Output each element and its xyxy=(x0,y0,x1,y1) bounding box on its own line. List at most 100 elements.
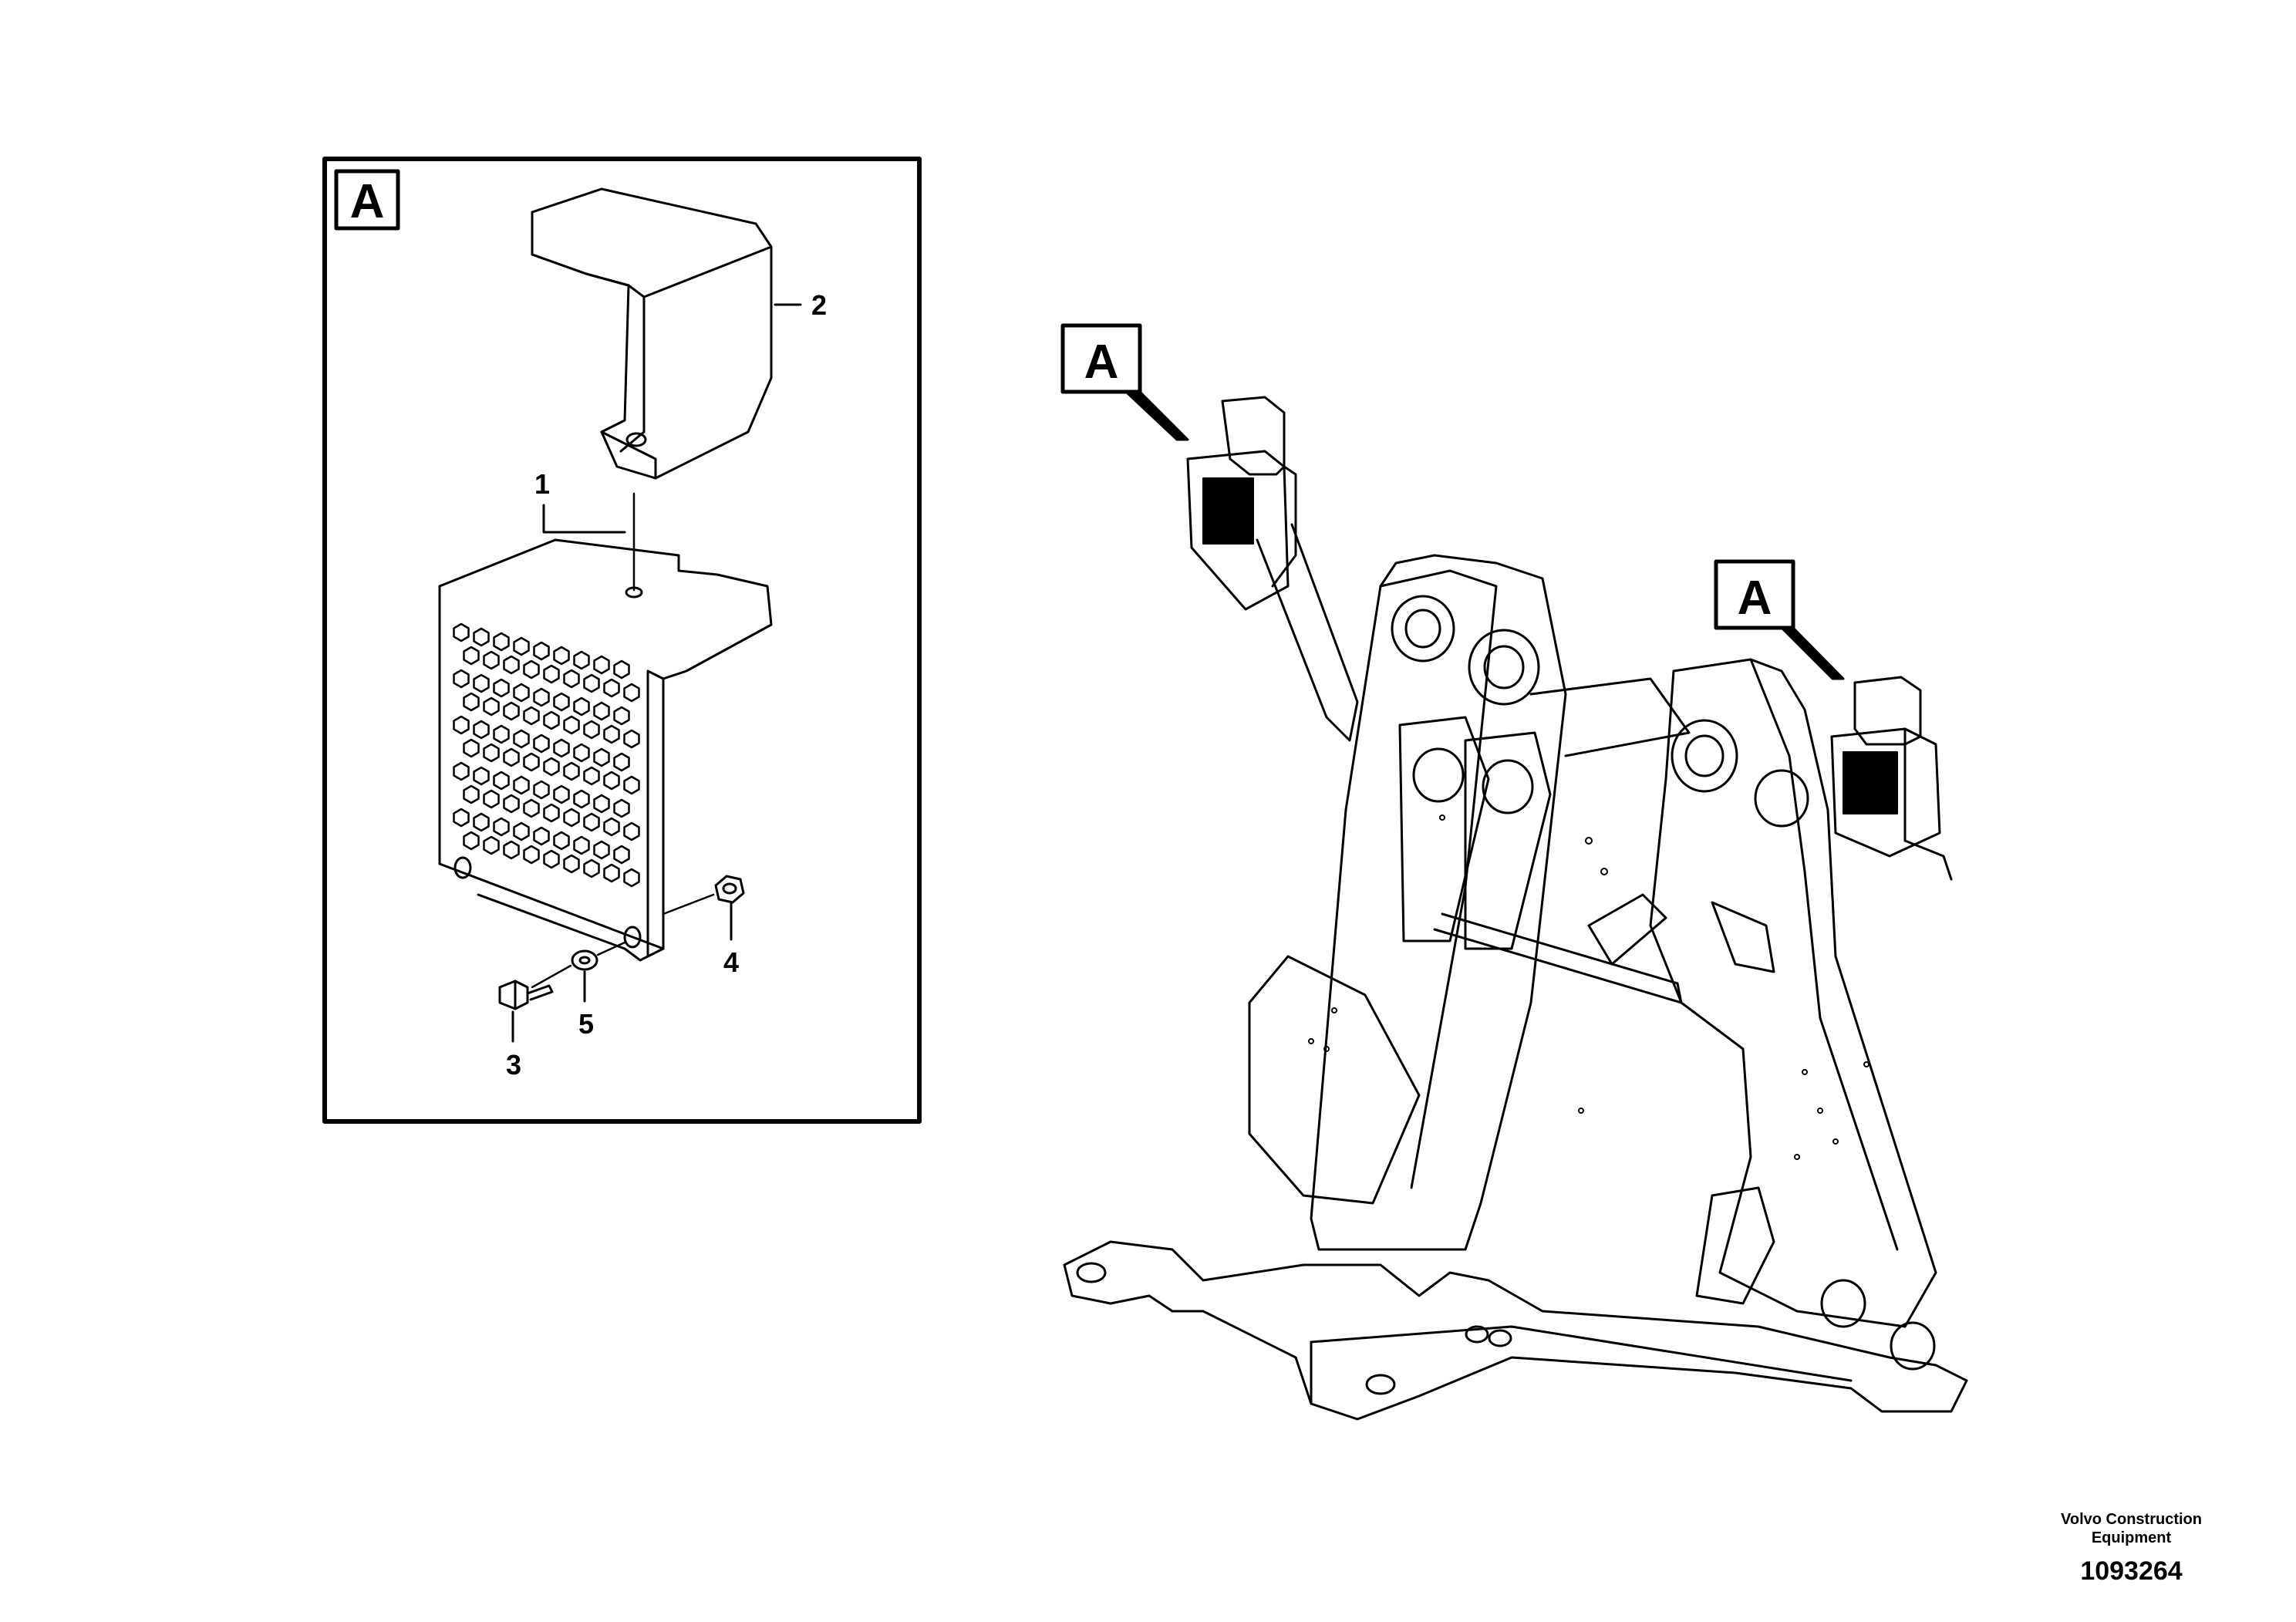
hexagon-hole xyxy=(623,683,640,703)
company-name-line1: Volvo Construction xyxy=(2061,1511,2202,1528)
hexagon-hole xyxy=(593,840,610,860)
hexagon-hole xyxy=(493,632,510,652)
company-name-line2: Equipment xyxy=(2091,1529,2172,1546)
hexagon-hole xyxy=(583,673,600,693)
hexagon-hole xyxy=(523,706,540,726)
hexagon-hole xyxy=(553,831,570,851)
leader-lines xyxy=(511,303,802,1043)
hexagon-hole xyxy=(463,784,480,804)
hexagon-hole xyxy=(513,775,530,795)
hexagon-hole xyxy=(573,696,590,717)
hexagon-hole xyxy=(473,766,490,786)
hexagon-hole xyxy=(593,747,610,767)
hexagon-hole xyxy=(563,715,580,735)
hexagon-hole xyxy=(513,636,530,656)
hexagon-hole xyxy=(543,710,560,730)
callout-4: 4 xyxy=(723,946,739,978)
hexagon-hole xyxy=(473,720,490,740)
hexagon-hole xyxy=(473,627,490,647)
hexagon-hole xyxy=(613,798,630,818)
hexagon-hole xyxy=(603,771,620,791)
hexagon-hole xyxy=(483,743,500,763)
hexagon-hole xyxy=(453,669,470,689)
hexagon-hole xyxy=(593,701,610,721)
hexagon-hole xyxy=(543,757,560,777)
hexagon-hole xyxy=(603,678,620,698)
hexagon-perforation-pattern xyxy=(453,622,640,888)
hexagon-hole xyxy=(543,803,560,823)
callout-1: 1 xyxy=(534,468,550,500)
hexagon-hole xyxy=(573,789,590,809)
hexagon-hole xyxy=(513,821,530,841)
hexagon-hole xyxy=(513,683,530,703)
hexagon-hole xyxy=(463,738,480,758)
hexagon-hole xyxy=(563,669,580,689)
hexagon-hole xyxy=(493,724,510,744)
callout-5: 5 xyxy=(578,1008,594,1040)
hexagon-hole xyxy=(493,771,510,791)
hexagon-hole xyxy=(603,817,620,837)
hexagon-hole xyxy=(603,724,620,744)
hexagon-hole xyxy=(483,835,500,855)
hexagon-hole xyxy=(563,761,580,781)
hexagon-hole xyxy=(523,659,540,679)
hexagon-hole xyxy=(573,743,590,763)
hexagon-hole xyxy=(453,761,470,781)
hexagon-hole xyxy=(613,659,630,679)
hexagon-hole xyxy=(613,752,630,772)
hexagon-hole xyxy=(563,808,580,828)
right-guard-assembly xyxy=(1830,676,1953,881)
hexagon-hole xyxy=(513,729,530,749)
hexagon-hole xyxy=(553,738,570,758)
hexagon-hole xyxy=(483,696,500,717)
hexagon-hole xyxy=(533,780,550,800)
hexagon-hole xyxy=(533,826,550,846)
left-guard-assembly xyxy=(1186,396,1359,742)
hexagon-hole xyxy=(483,650,500,670)
assembly-lines xyxy=(531,492,715,989)
detail-view-frame: A xyxy=(322,157,922,1124)
hexagon-hole xyxy=(503,655,520,675)
hexagon-hole xyxy=(583,858,600,878)
hexagon-hole xyxy=(453,622,470,642)
hexagon-hole xyxy=(623,775,640,795)
hexagon-hole xyxy=(523,752,540,772)
callout-numbers: 2 1 3 4 5 xyxy=(506,289,827,1081)
hexagon-hole xyxy=(463,831,480,851)
hexagon-hole xyxy=(483,789,500,809)
hexagon-hole xyxy=(463,646,480,666)
hexagon-hole xyxy=(523,845,540,865)
hexagon-hole xyxy=(463,692,480,712)
hexagon-hole xyxy=(553,692,570,712)
hexagon-hole xyxy=(563,854,580,874)
hexagon-hole xyxy=(583,812,600,832)
hexagon-hole xyxy=(543,664,560,684)
hexagon-hole xyxy=(533,733,550,754)
view-marker-left-label: A xyxy=(1084,336,1119,389)
hexagon-hole xyxy=(533,641,550,661)
hexagon-hole xyxy=(613,706,630,726)
document-number: 1093264 xyxy=(2080,1556,2183,1586)
hexagon-hole xyxy=(603,863,620,883)
hexagon-hole xyxy=(453,715,470,735)
hexagon-hole xyxy=(613,845,630,865)
hexagon-hole xyxy=(593,655,610,675)
loader-front-frame xyxy=(1063,554,1968,1421)
hexagon-hole xyxy=(473,673,490,693)
hexagon-hole xyxy=(553,646,570,666)
hexagon-hole xyxy=(623,868,640,888)
hexagon-hole xyxy=(503,794,520,814)
hexagon-hole xyxy=(583,766,600,786)
hexagon-hole xyxy=(503,840,520,860)
detail-view-label: A xyxy=(350,175,385,228)
view-marker-left: A xyxy=(1060,323,1189,441)
hexagon-hole xyxy=(593,794,610,814)
hexagon-hole xyxy=(573,835,590,855)
hexagon-hole xyxy=(533,687,550,707)
guard-plate-part xyxy=(438,538,773,962)
callout-3: 3 xyxy=(506,1049,521,1081)
footer-block: Volvo Construction Equipment 1093264 xyxy=(1967,1510,2296,1587)
hexagon-hole xyxy=(583,720,600,740)
hexagon-hole xyxy=(553,784,570,804)
